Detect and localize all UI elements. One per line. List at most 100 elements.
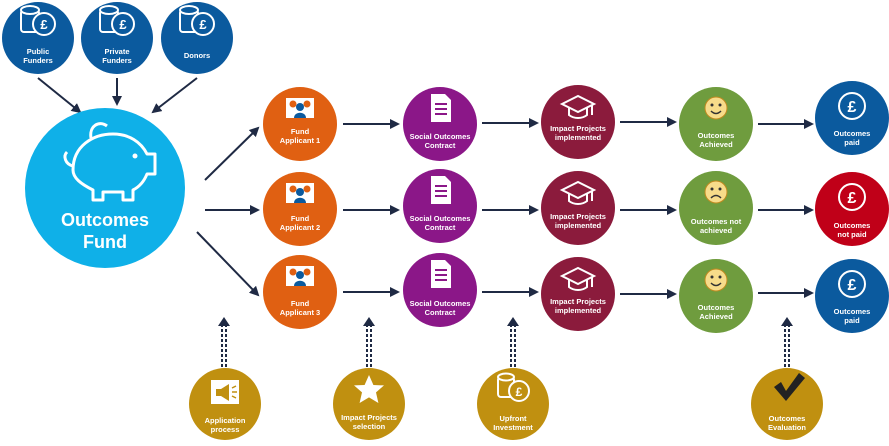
pound-glyph: £ [848,190,857,207]
outcomes-fund-label-1: Outcomes [61,210,149,230]
piggy-bank-icon [63,122,157,202]
people-group-icon [286,266,314,286]
pound-glyph: £ [516,385,523,399]
projects-2-node: Impact Projects implemented [541,171,615,245]
outcome-3-label-1: Outcomes [698,303,735,312]
arrow-public-to-fund [37,77,82,114]
people-group-icon [286,183,314,203]
donors-label: Donors [184,51,210,60]
investment-label-1: Upfront [499,414,527,423]
evaluation-label-1: Outcomes [769,414,806,423]
dashed-arrow-application [218,317,230,372]
pound-glyph: £ [848,277,857,294]
pound-glyph: £ [119,17,127,32]
dashed-arrow-investment [507,317,519,372]
investment-node: £ Upfront Investment [477,368,549,440]
applicant-2-node: Fund Applicant 2 [263,172,337,246]
donors-node: £ Donors [161,2,233,74]
contract-1-label-1: Social Outcomes [410,132,471,141]
result-2-label-2: not paid [837,230,867,239]
document-icon [431,260,451,288]
arrow-fund-to-applicant-3 [196,231,260,297]
document-icon [431,176,451,204]
contract-3-node: Social Outcomes Contract [403,253,477,327]
applicant-1-node: Fund Applicant 1 [263,87,337,161]
coins-pound-icon: £ [497,372,530,402]
projects-2-label-1: Impact Projects [550,212,606,221]
projects-3-label-2: implemented [555,306,602,315]
applicant-3-node: Fund Applicant 3 [263,255,337,329]
outcome-1-label-2: Achieved [699,140,733,149]
applicant-2-label-1: Fund [291,214,310,223]
outcome-3-node: Outcomes Achieved [679,259,753,333]
people-group-icon [286,98,314,118]
projects-1-node: Impact Projects implemented [541,85,615,159]
smiley-sad-icon [704,180,728,204]
arrow-fund-to-applicant-1 [204,126,260,181]
applicant-3-label-1: Fund [291,299,310,308]
selection-label-1: Impact Projects [341,413,397,422]
graduation-cap-icon [559,180,597,205]
private-funders-label-1: Private [104,47,129,56]
outcome-2-node: Outcomes not achieved [679,171,753,245]
outcome-2-label-1: Outcomes not [691,217,742,226]
result-3-node: £ Outcomes paid [815,259,889,333]
selection-node: Impact Projects selection [333,368,405,440]
outcome-3-label-2: Achieved [699,312,733,321]
application-label-1: Application [205,416,246,425]
contract-3-label-1: Social Outcomes [410,299,471,308]
application-label-2: process [211,425,240,434]
smiley-happy-icon [704,268,728,292]
megaphone-icon [211,380,239,404]
projects-3-node: Impact Projects implemented [541,257,615,331]
coins-pound-icon: £ [179,5,215,36]
projects-1-label-1: Impact Projects [550,124,606,133]
pound-coin-icon: £ [838,270,866,298]
contract-2-label-2: Contract [425,223,456,232]
smiley-happy-icon [704,96,728,120]
public-funders-node: £ Public Funders [2,2,74,74]
contract-2-label-1: Social Outcomes [410,214,471,223]
applicant-3-label-2: Applicant 3 [280,308,320,317]
dashed-arrow-evaluation [781,317,793,372]
dashed-arrow-selection [363,317,375,372]
star-icon [354,375,384,403]
contract-1-node: Social Outcomes Contract [403,87,477,161]
outcomes-fund-node: Outcomes Fund [25,108,185,268]
document-icon [431,94,451,122]
private-funders-node: £ Private Funders [81,2,153,74]
evaluation-node: Outcomes Evaluation [751,368,823,440]
outcomes-fund-label-2: Fund [83,232,127,252]
projects-3-label-1: Impact Projects [550,297,606,306]
public-funders-label-2: Funders [23,56,53,65]
projects-1-label-2: implemented [555,133,602,142]
applicant-1-label-2: Applicant 1 [280,136,320,145]
result-3-label-1: Outcomes [834,307,871,316]
selection-label-2: selection [353,422,386,431]
application-process-node: Application process [189,368,261,440]
result-1-label-1: Outcomes [834,129,871,138]
public-funders-label-1: Public [27,47,50,56]
outcome-2-label-2: achieved [700,226,733,235]
graduation-cap-icon [559,266,597,291]
projects-2-label-2: implemented [555,221,602,230]
result-2-node: £ Outcomes not paid [815,172,889,246]
outcome-1-node: Outcomes Achieved [679,87,753,161]
pound-glyph: £ [40,17,48,32]
checkmark-icon [774,373,805,401]
result-3-label-2: paid [844,316,860,325]
result-1-label-2: paid [844,138,860,147]
arrow-donors-to-fund [151,77,198,114]
result-2-label-1: Outcomes [834,221,871,230]
pound-coin-icon: £ [838,92,866,120]
contract-1-label-2: Contract [425,141,456,150]
applicant-2-label-2: Applicant 2 [280,223,320,232]
investment-label-2: Investment [493,423,533,432]
pound-glyph: £ [199,17,207,32]
applicant-1-label-1: Fund [291,127,310,136]
contract-3-label-2: Contract [425,308,456,317]
evaluation-label-2: Evaluation [768,423,806,432]
private-funders-label-2: Funders [102,56,132,65]
outcome-1-label-1: Outcomes [698,131,735,140]
